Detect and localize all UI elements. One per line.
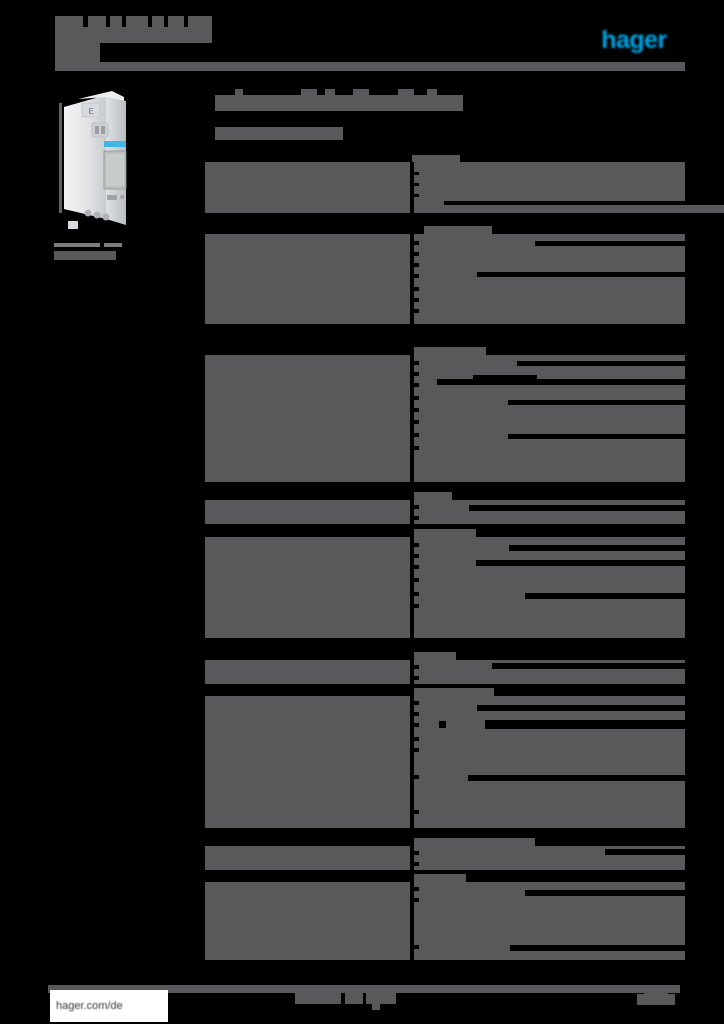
footer-url-text: hager.com/de	[56, 1000, 123, 1012]
header-title-line2	[55, 43, 100, 62]
header-title-fragment	[126, 16, 148, 27]
header-title-fragment	[188, 16, 212, 27]
footer-url[interactable]: hager.com/de	[50, 990, 168, 1022]
product-image: E	[59, 91, 127, 229]
header-title-fragment	[88, 16, 106, 27]
left-column: E	[40, 85, 190, 965]
header-title-fragment	[55, 16, 83, 27]
header-title-fragment	[152, 16, 164, 27]
page-header: hager	[0, 0, 724, 78]
svg-text:E: E	[88, 107, 93, 116]
header-title-fragment	[168, 16, 184, 27]
page-footer: hager.com/de	[0, 965, 724, 1024]
header-rule	[55, 62, 685, 71]
header-title-fragment	[110, 16, 122, 27]
header-title-line1	[55, 27, 212, 43]
hager-logo[interactable]: hager	[601, 25, 667, 54]
